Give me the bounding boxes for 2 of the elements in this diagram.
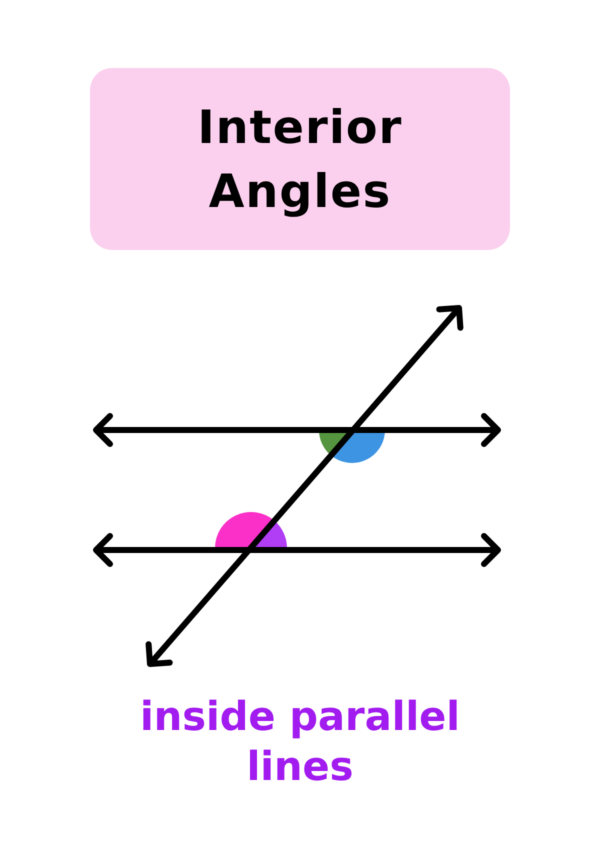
caption: inside parallel lines [139,693,461,792]
title: Interior Angles [196,99,404,220]
